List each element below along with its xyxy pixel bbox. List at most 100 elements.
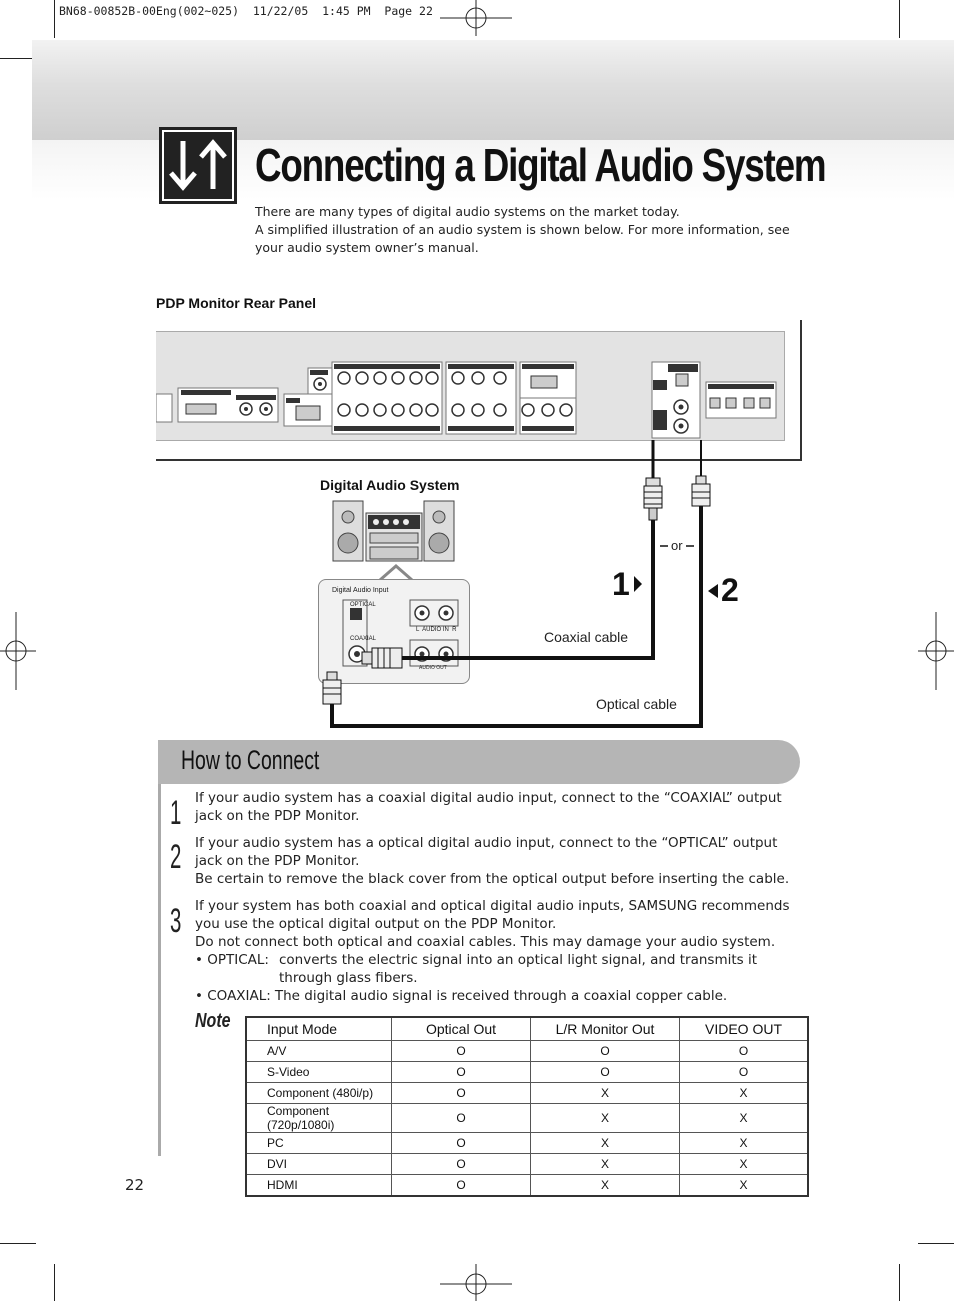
print-slug: BN68-00852B-00Eng(002~025) 11/22/05 1:45… [59,4,433,18]
table-cell: Component (720p/1080i) [245,1103,392,1133]
step-line: If your audio system has a coaxial digit… [195,790,782,824]
intro-text: There are many types of digital audio sy… [255,203,795,257]
cable-diagram [322,440,718,728]
bullet-item: • OPTICAL: converts the electric signal … [195,951,795,987]
crop-mark [54,1264,55,1301]
bullet-text: converts the electric signal into an opt… [279,952,758,986]
crop-mark [54,0,55,38]
registration-mark-right [918,612,954,690]
bullet-item: • COAXIAL: The digital audio signal is r… [195,987,795,1005]
step-text: If your audio system has a optical digit… [195,834,795,888]
step-number: 2 [170,838,182,876]
table-cell: O [530,1061,680,1083]
optical-cable-label: Optical cable [596,696,677,712]
table-cell: DVI [245,1153,392,1175]
column-header: Optical Out [391,1016,531,1041]
table-cell: X [530,1153,680,1175]
table-cell: O [391,1174,531,1197]
bullet-text: The digital audio signal is received thr… [274,988,728,1004]
step-number: 3 [170,902,182,940]
table-row: S-Video O O O [245,1061,809,1083]
optical-jack-label: OPTICAL [350,602,376,608]
page-title: Connecting a Digital Audio System [255,139,827,191]
table-cell: O [391,1132,531,1154]
table-row: Component (720p/1080i) O X X [245,1103,809,1133]
registration-mark-top [440,0,512,36]
table-row: HDMI O X X [245,1174,809,1197]
audio-system-label: Digital Audio System [320,477,460,493]
header-banner [32,40,954,140]
table-cell: X [679,1103,809,1133]
crop-mark [918,1243,954,1244]
page-number: 22 [125,1176,145,1194]
step-line: If your audio system has a optical digit… [195,835,778,869]
step-line: Do not connect both optical and coaxial … [195,934,776,950]
table-row: DVI O X X [245,1153,809,1175]
or-label: or [671,538,683,553]
table-cell: O [679,1061,809,1083]
table-cell: X [530,1082,680,1104]
registration-mark-left [0,612,36,690]
table-cell: Component (480i/p) [245,1082,392,1104]
column-header: VIDEO OUT [679,1016,809,1041]
up-arrow-icon [379,564,413,582]
coaxial-marker: 1 [612,566,630,602]
crop-mark [899,0,900,38]
step-number: 1 [170,794,182,832]
table-cell: O [391,1082,531,1104]
crop-mark [0,58,36,59]
bullet-key: • COAXIAL: [195,988,271,1004]
table-cell: O [391,1040,531,1062]
digital-audio-input-label: Digital Audio Input [332,587,389,594]
table-cell: X [530,1103,680,1133]
section-rule [158,784,161,1156]
coaxial-cable-label: Coaxial cable [544,629,629,645]
audio-in-label: L AUDIO IN R [416,627,457,633]
optical-marker: 2 [721,572,739,608]
table-row: A/V O O O [245,1040,809,1062]
table-cell: X [530,1174,680,1197]
table-header-row: Input Mode Optical Out L/R Monitor Out V… [245,1016,809,1041]
intro-line: There are many types of digital audio sy… [255,204,680,219]
step-text: If your system has both coaxial and opti… [195,897,795,1005]
input-mode-table: Input Mode Optical Out L/R Monitor Out V… [245,1016,809,1197]
table-cell: X [530,1132,680,1154]
table-row: Component (480i/p) O X X [245,1082,809,1104]
table-cell: O [530,1040,680,1062]
crop-mark [0,1243,36,1244]
coaxial-jack-label: COAXIAL [350,636,377,642]
table-cell: X [679,1132,809,1154]
table-cell: O [391,1103,531,1133]
column-header: Input Mode [245,1016,392,1041]
table-cell: O [679,1040,809,1062]
how-to-connect-heading: How to Connect [181,745,320,775]
intro-line: A simplified illustration of an audio sy… [255,222,790,255]
rear-panel-label: PDP Monitor Rear Panel [156,295,317,311]
table-cell: X [679,1174,809,1197]
crop-mark [899,1264,900,1301]
registration-mark-bottom [440,1264,512,1301]
stereo-system-icon [332,500,455,562]
rear-panel [155,331,785,441]
rear-panel-frame [156,320,802,461]
table-cell: HDMI [245,1174,392,1197]
connection-arrows-icon [159,127,237,204]
step-text: If your audio system has a coaxial digit… [195,789,795,825]
table-cell: X [679,1153,809,1175]
table-cell: A/V [245,1040,392,1062]
bullet-key: • OPTICAL: [195,952,269,968]
table-row: PC O X X [245,1132,809,1154]
table-cell: O [391,1061,531,1083]
step-line: Be certain to remove the black cover fro… [195,871,790,887]
table-cell: PC [245,1132,392,1154]
audio-out-label: AUDIO OUT [419,665,447,671]
table-cell: S-Video [245,1061,392,1083]
column-header: L/R Monitor Out [530,1016,680,1041]
table-cell: X [679,1082,809,1104]
note-label: Note [195,1010,231,1032]
audio-input-jacks [342,599,459,667]
step-line: If your system has both coaxial and opti… [195,898,790,932]
rear-panel-jacks [155,361,777,439]
how-to-connect-bar [158,740,800,784]
table-cell: O [391,1153,531,1175]
